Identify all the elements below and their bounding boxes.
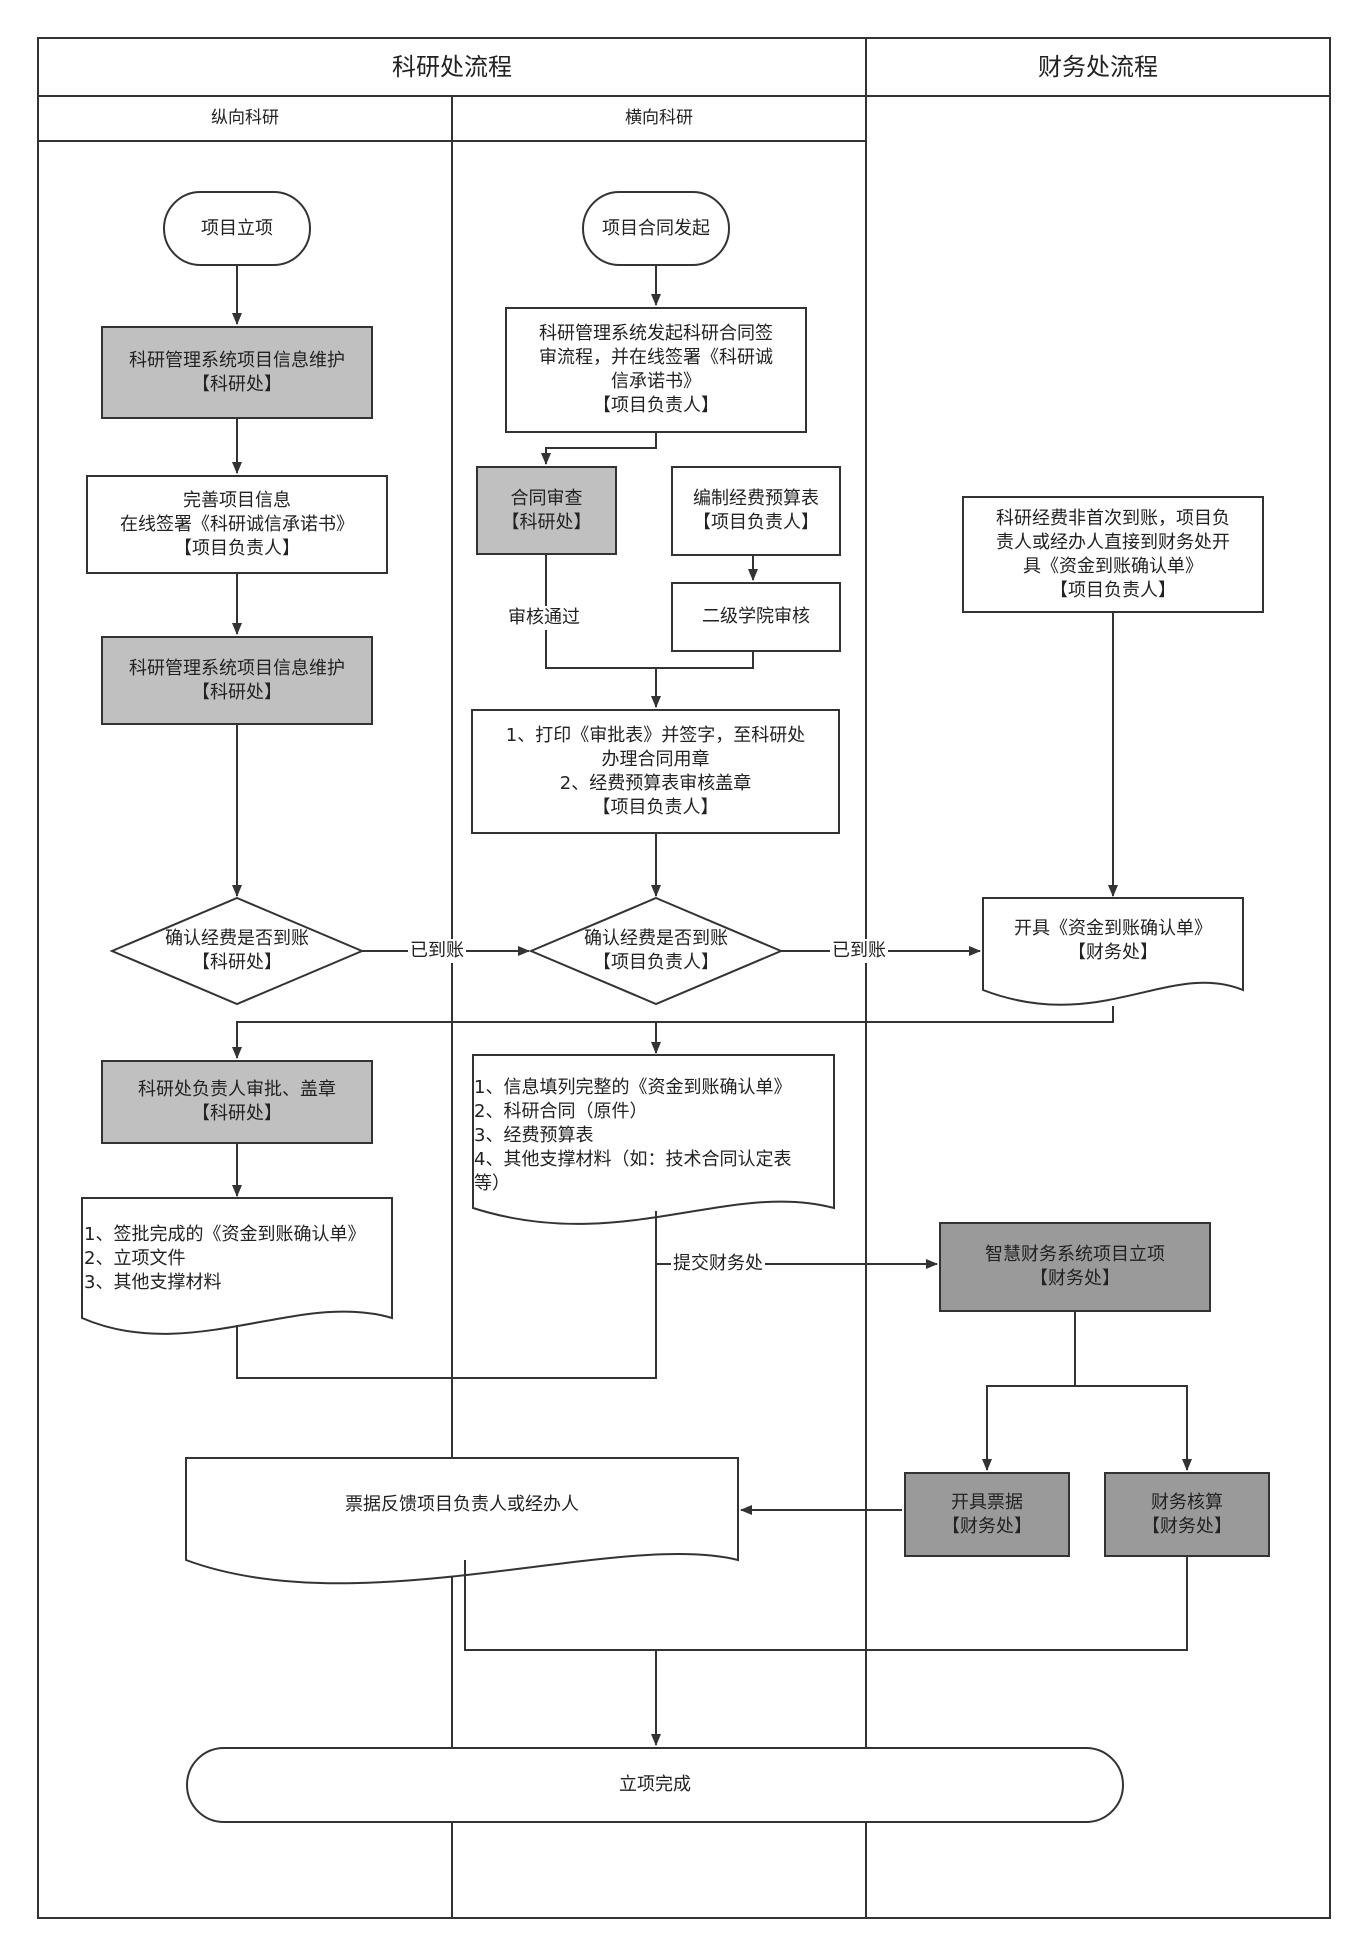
- v-maint2-process: 科研管理系统项目信息维护 【科研处】: [101, 636, 373, 725]
- h-budget-process: 编制经费预算表 【项目负责人】: [671, 466, 841, 556]
- f-issue-document: [982, 897, 1244, 1006]
- v-docs-document: [81, 1197, 393, 1335]
- v-start-terminal: 项目立项: [163, 191, 311, 266]
- edge-label-passed: 审核通过: [506, 606, 582, 630]
- h-confirm-diamond: [528, 896, 784, 1006]
- v-complete-process: 完善项目信息 在线签署《科研诚信承诺书》 【项目负责人】: [86, 475, 388, 574]
- v-approve-process: 科研处负责人审批、盖章 【科研处】: [101, 1060, 373, 1144]
- f-smart-process: 智慧财务系统项目立项 【财务处】: [939, 1222, 1211, 1312]
- h-initiate-process: 科研管理系统发起科研合同签 审流程，并在线签署《科研诚 信承诺书》 【项目负责人…: [505, 307, 807, 433]
- f-nonfirst-process: 科研经费非首次到账，项目负 责人或经办人直接到财务处开 具《资金到账确认单》 【…: [962, 496, 1264, 613]
- h-print-process: 1、打印《审批表》并签字，至科研处 办理合同用章 2、经费预算表审核盖章 【项目…: [471, 709, 840, 834]
- h-docs-document: [472, 1054, 835, 1225]
- sublane-title-vertical: 纵向科研: [211, 108, 279, 128]
- f-invoice-process: 开具票据 【财务处】: [904, 1472, 1070, 1557]
- h-start-terminal: 项目合同发起: [582, 191, 730, 266]
- edge-label-submit: 提交财务处: [671, 1252, 765, 1276]
- h-review-process: 合同审查 【科研处】: [476, 466, 617, 555]
- edge-label-arrived-1: 已到账: [408, 939, 466, 963]
- end-terminal: 立项完成: [186, 1747, 1124, 1823]
- f-issue-text: 开具《资金到账确认单》 【财务处】: [1014, 918, 1212, 963]
- f-account-process: 财务核算 【财务处】: [1104, 1472, 1270, 1557]
- h-confirm-decision: 确认经费是否到账 【项目负责人】: [584, 928, 728, 973]
- h-docs-text: 1、信息填列完整的《资金到账确认单》 2、科研合同（原件） 3、经费预算表 4、…: [474, 1077, 792, 1194]
- v-maint1-process: 科研管理系统项目信息维护 【科研处】: [101, 326, 373, 419]
- h-college-process: 二级学院审核: [671, 582, 841, 652]
- v-confirm-diamond: [109, 896, 365, 1006]
- feedback-document: [185, 1457, 739, 1585]
- outer-frame: [37, 37, 1331, 1919]
- edge-label-arrived-2: 已到账: [830, 939, 888, 963]
- lane-title-research: 科研处流程: [392, 53, 512, 81]
- v-confirm-decision: 确认经费是否到账 【科研处】: [165, 928, 309, 973]
- feedback-text: 票据反馈项目负责人或经办人: [345, 1494, 579, 1515]
- lane-title-finance: 财务处流程: [1038, 53, 1158, 81]
- v-docs-text: 1、签批完成的《资金到账确认单》 2、立项文件 3、其他支撑材料: [84, 1224, 366, 1293]
- sublane-title-horizontal: 横向科研: [625, 108, 693, 128]
